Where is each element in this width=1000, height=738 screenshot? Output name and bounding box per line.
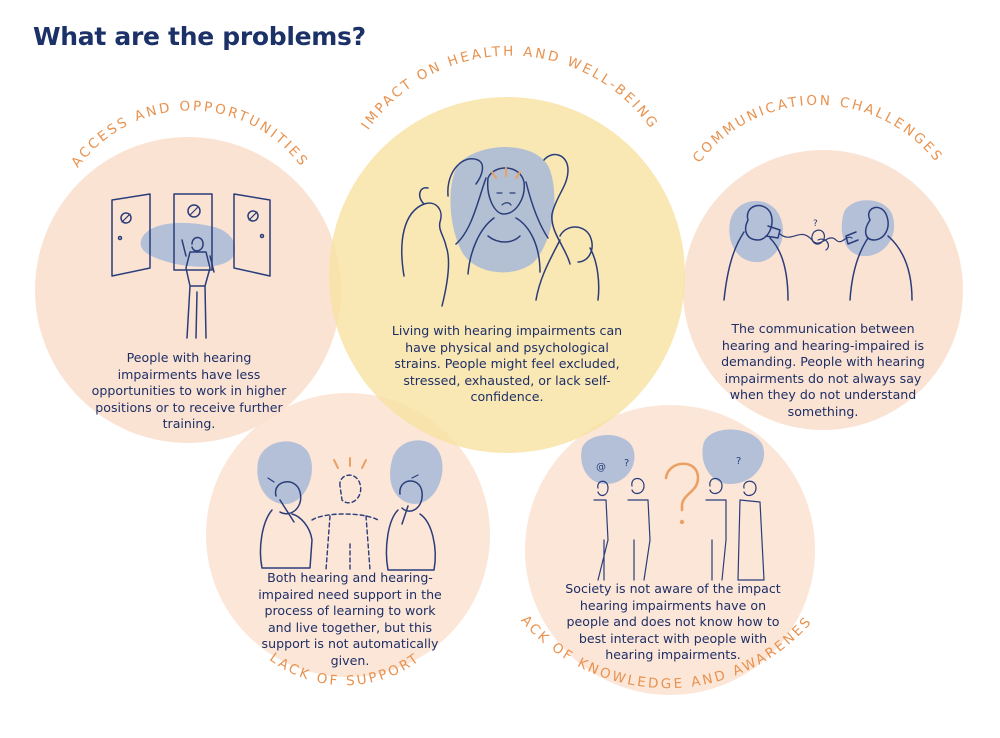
knowledge-text: Society is not aware of the impact heari… [565,581,781,662]
knowledge-illustration: @ ? ? [581,429,765,581]
health-circle [329,97,685,453]
doors-illustration [111,193,271,339]
support-text: Both hearing and hearing-impaired need s… [258,570,442,668]
svg-text:?: ? [813,219,818,229]
svg-text:@: @ [596,462,606,473]
crowd-illustration [401,147,600,307]
page-title: What are the problems? [33,22,366,51]
svg-text:?: ? [736,456,741,467]
support-illustration [257,440,443,571]
telephone-illustration: ? [723,200,913,301]
health-text: Living with hearing impairments can have… [391,323,623,404]
svg-text:?: ? [624,458,629,469]
access-text: People with hearing impairments have les… [91,350,287,431]
communication-text: The communication between hearing and he… [721,321,925,419]
